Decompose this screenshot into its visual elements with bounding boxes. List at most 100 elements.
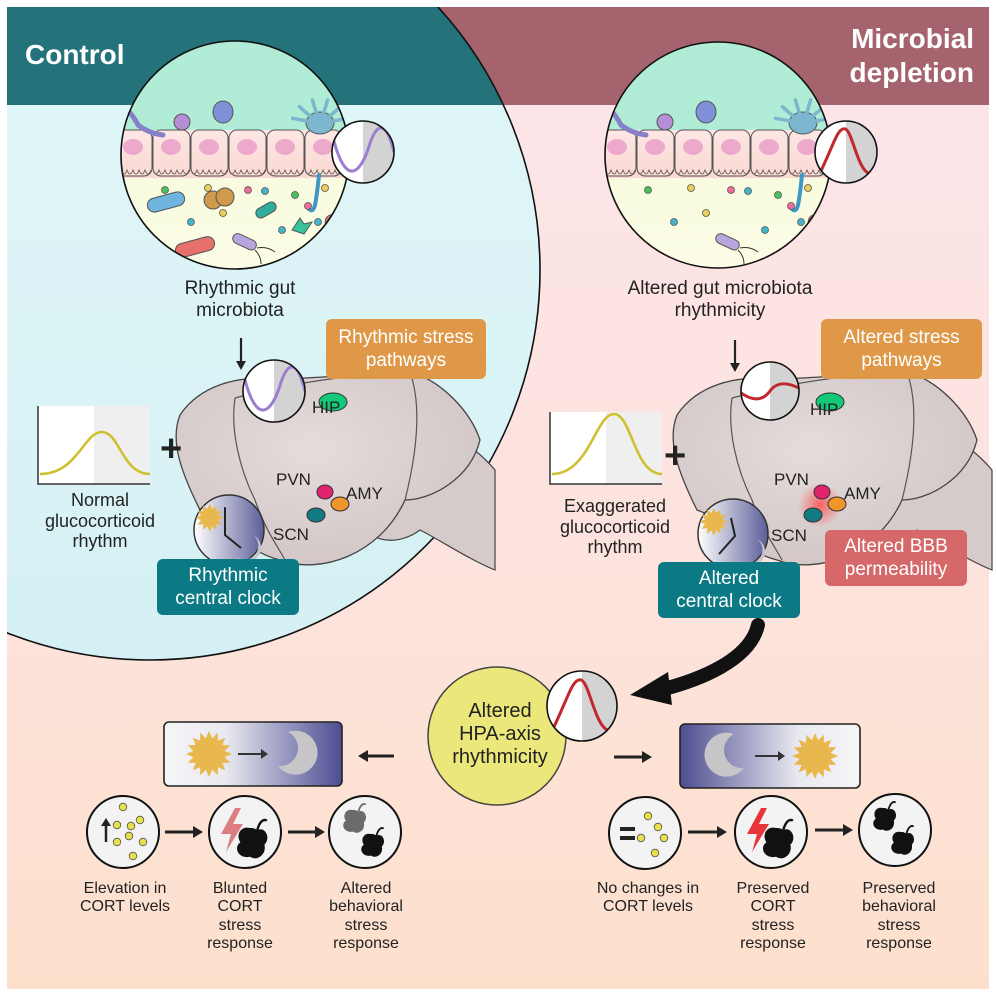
metabolite-dot	[278, 226, 286, 234]
cortex-fold	[730, 397, 783, 561]
preserved-stress-icon	[734, 795, 808, 869]
label-line: response	[207, 935, 273, 953]
label-line: HPA-axis	[459, 723, 541, 745]
cort-dot	[135, 815, 145, 825]
metabolite-dot	[761, 226, 769, 234]
moon-icon	[704, 732, 744, 777]
label-line: Blunted	[212, 880, 268, 897]
chart-axes	[37, 406, 150, 485]
label-line: Rhythmic stress	[338, 326, 474, 348]
immune-cell	[212, 100, 234, 124]
outcome-label-cort-elevation: Elevation in CORT levels	[60, 880, 190, 917]
metabolite-dot	[187, 218, 195, 226]
rhythm-curve	[816, 127, 871, 178]
lightning-bolt-icon	[747, 808, 769, 852]
moon-icon	[278, 730, 318, 775]
depletion-down-arrow-head	[730, 363, 740, 372]
control-gut-contents	[121, 98, 349, 265]
mouse-tail	[357, 803, 367, 813]
depletion-panel-title: Microbial depletion	[850, 22, 974, 89]
cell-nucleus	[237, 139, 257, 155]
immune-cell	[695, 100, 717, 124]
equals-icon	[620, 836, 635, 840]
label-line: pathways	[365, 350, 447, 371]
mouse-tail	[887, 801, 897, 811]
cort-dot	[643, 811, 653, 821]
depletion-pvn-label: PVN	[774, 470, 809, 489]
curved-arrow-head	[630, 672, 672, 705]
altered-behavior-icon	[328, 795, 402, 869]
label-line: glucocorticoid	[559, 516, 671, 537]
microvilli	[712, 168, 750, 175]
label-line: rhythmicity	[452, 746, 548, 768]
label-line: pathways	[861, 350, 942, 371]
outcome-label-preserved-cort: Preserved CORT stress response	[713, 880, 833, 954]
cort-elevation-icon	[86, 795, 160, 869]
label-line: stress	[344, 916, 388, 934]
label-line: CORT	[217, 898, 263, 916]
label-line: Altered BBB	[844, 535, 948, 557]
dendrite-process	[307, 173, 321, 213]
scn-region	[803, 507, 823, 523]
sun-icon	[699, 507, 728, 536]
metabolite-dot	[244, 186, 252, 194]
clock-face	[697, 498, 769, 570]
cort-dot	[112, 820, 122, 830]
label-line: microbiota	[196, 299, 284, 321]
mouse-tail	[256, 818, 268, 831]
label-line: Altered	[468, 700, 532, 722]
mouse-body	[237, 827, 268, 859]
scn-region	[306, 507, 326, 523]
microvilli	[121, 168, 152, 175]
depletion-title-line-2: depletion	[849, 56, 974, 88]
label-line: CORT	[750, 898, 796, 916]
cell-nucleus	[123, 139, 143, 155]
metabolite-dot	[261, 187, 269, 195]
transition-arrow-head	[778, 751, 785, 761]
control-boundary	[7, 7, 541, 661]
depletion-gut-rhythm-bubble	[814, 120, 878, 184]
cort-dot	[124, 831, 134, 841]
preserved-behavior-icon	[858, 793, 932, 867]
cort-dot	[112, 837, 122, 847]
control-clock-icon	[193, 494, 265, 566]
bubble-night-half	[846, 121, 877, 183]
mouse-icon	[763, 818, 794, 859]
bacterium	[146, 191, 186, 213]
moon-icon	[236, 535, 262, 562]
label-line: behavioral	[862, 898, 936, 916]
mouse-icon-faded	[343, 803, 367, 833]
microvilli	[605, 168, 636, 175]
clock-hands	[718, 517, 737, 555]
mouse-tail	[782, 818, 794, 831]
label-line: stress	[218, 916, 262, 934]
metabolite-dot	[744, 187, 752, 195]
cort-dot	[659, 833, 669, 843]
pvn-region	[813, 484, 831, 500]
step-arrow-head	[843, 824, 853, 836]
control-scn-label: SCN	[273, 525, 309, 544]
outcome-circle	[858, 793, 932, 867]
bubble-night-half	[582, 671, 617, 741]
hip-region	[318, 392, 348, 412]
metabolite-dot	[774, 191, 782, 199]
control-gut-label: Rhythmic gut microbiota	[140, 278, 340, 322]
label-line: Altered	[698, 567, 760, 589]
label-line: behavioral	[329, 898, 403, 916]
mouse-body	[873, 807, 897, 831]
metabolite-dot	[804, 184, 812, 192]
label-line: No changes in	[596, 880, 700, 897]
label-line: Preserved	[862, 880, 936, 897]
immune-cell	[656, 113, 674, 131]
microvilli	[266, 168, 304, 175]
outcome-label-cort-unchanged: No changes in CORT levels	[578, 880, 718, 917]
label-line: permeability	[844, 559, 948, 580]
cell-nucleus	[313, 139, 333, 155]
depletion-clock-icon	[697, 498, 769, 570]
control-plus-sign: +	[160, 428, 183, 470]
label-line: Altered gut microbiota	[627, 278, 813, 299]
label-line: response	[333, 935, 399, 953]
